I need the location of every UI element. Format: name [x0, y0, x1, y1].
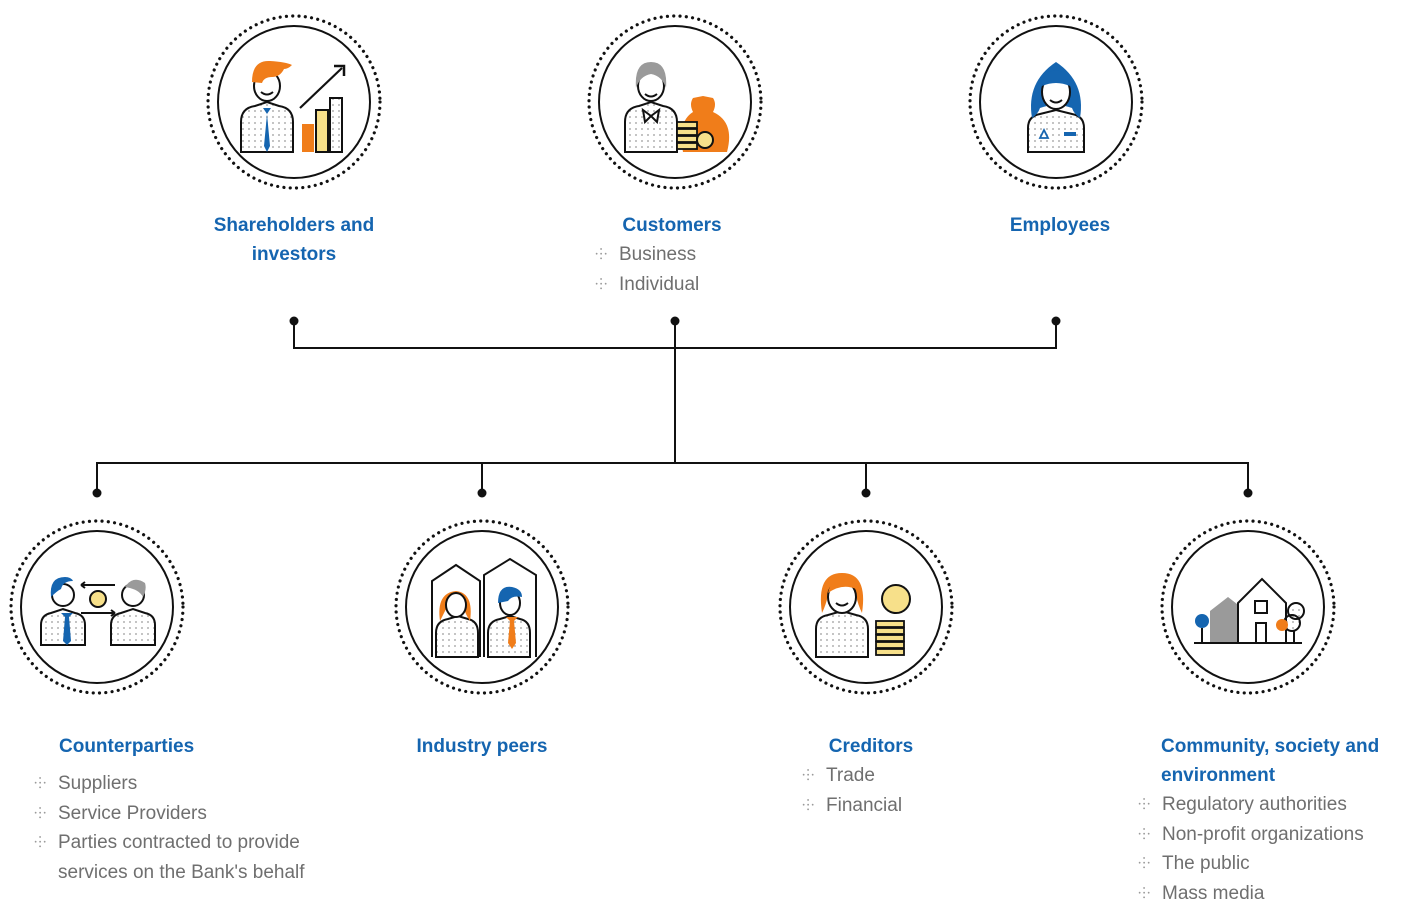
creditors-list: ⸭Trade ⸭Financial	[802, 761, 902, 820]
shareholders-title: Shareholders and investors	[196, 211, 392, 269]
list-item: ⸭Non-profit organizations	[1138, 820, 1364, 850]
community-title: Community, society and environment	[1161, 732, 1411, 790]
bullet-icon: ⸭	[1138, 879, 1150, 908]
list-item: ⸭Suppliers	[34, 769, 305, 799]
bullet-icon: ⸭	[802, 761, 814, 791]
list-item: ⸭Service Providers	[34, 799, 305, 829]
bullet-icon: ⸭	[595, 270, 607, 300]
bullet-icon: ⸭	[1138, 790, 1150, 820]
bullet-icon: ⸭	[802, 791, 814, 821]
list-item: ⸭The public	[1138, 849, 1364, 879]
counterparties-icon	[7, 517, 187, 697]
employees-icon	[966, 12, 1146, 192]
community-icon	[1158, 517, 1338, 697]
customers-title: Customers	[572, 211, 772, 240]
bullet-icon: ⸭	[595, 240, 607, 270]
industry-peers-icon	[392, 517, 572, 697]
list-item-continuation: services on the Bank's behalf	[34, 858, 305, 888]
employees-title: Employees	[960, 211, 1160, 240]
counterparties-title: Counterparties	[59, 732, 194, 761]
list-item: ⸭Mass media	[1138, 879, 1364, 908]
shareholders-icon	[204, 12, 384, 192]
bullet-icon: ⸭	[1138, 849, 1150, 879]
community-list: ⸭Regulatory authorities ⸭Non-profit orga…	[1138, 790, 1364, 908]
list-item: ⸭Regulatory authorities	[1138, 790, 1364, 820]
list-item: ⸭Business	[595, 240, 699, 270]
industry-peers-title: Industry peers	[382, 732, 582, 761]
list-item: ⸭Individual	[595, 270, 699, 300]
bullet-icon: ⸭	[34, 769, 46, 799]
list-item: ⸭Trade	[802, 761, 902, 791]
customers-icon	[585, 12, 765, 192]
customers-list: ⸭Business ⸭Individual	[595, 240, 699, 299]
list-item: ⸭Parties contracted to provide	[34, 828, 305, 858]
bullet-icon: ⸭	[34, 828, 46, 858]
creditors-title: Creditors	[771, 732, 971, 761]
creditors-icon	[776, 517, 956, 697]
list-item: ⸭Financial	[802, 791, 902, 821]
counterparties-list: ⸭Suppliers ⸭Service Providers ⸭Parties c…	[34, 769, 305, 887]
bullet-icon: ⸭	[1138, 820, 1150, 850]
bullet-icon: ⸭	[34, 799, 46, 829]
